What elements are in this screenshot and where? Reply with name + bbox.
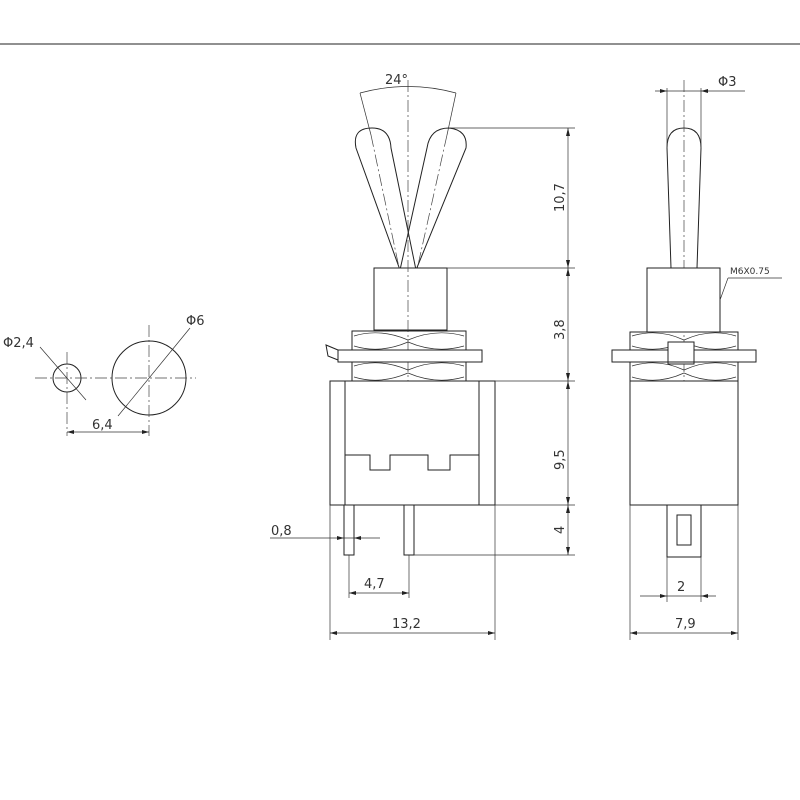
terminal-width-label: 0,8 [271, 524, 292, 539]
large-hole-leader [117, 327, 191, 417]
side-terminal-slot [676, 514, 692, 546]
terminal-side-width-label: 2 [677, 580, 685, 595]
mounting-hole-view: Φ2,4 Φ6 6,4 [3, 314, 205, 436]
arrow [142, 430, 149, 434]
side-lock-tab [667, 341, 695, 365]
small-hole-leader [39, 346, 87, 401]
terminal-middle [403, 504, 415, 556]
side-bushing [646, 267, 721, 333]
side-lower-nut-chamfer [631, 362, 737, 381]
lever-right [399, 127, 467, 271]
side-view [611, 80, 757, 558]
angle-ext-left [359, 92, 372, 136]
front-view-dimensions: 24° 10,7 3,8 9,5 4 0,8 4,7 [270, 73, 575, 640]
lever-angle-label: 24° [385, 73, 408, 88]
arrow [67, 430, 74, 434]
terminal-left [343, 504, 355, 556]
side-body [629, 380, 739, 506]
front-view [325, 80, 496, 556]
hole-spacing-label: 6,4 [92, 418, 113, 433]
upper-nut-chamfer [353, 332, 465, 350]
angle-arc [359, 86, 457, 94]
body-height-label: 9,5 [553, 449, 568, 470]
lower-nut [351, 361, 467, 382]
terminal-length-label: 4 [553, 526, 568, 534]
thread-spec-label: M6X0.75 [730, 267, 770, 277]
thread-leader [719, 277, 729, 301]
upper-nut [351, 330, 467, 351]
terminal-pitch-label: 4,7 [364, 577, 385, 592]
body-width-label: 13,2 [392, 617, 421, 632]
lock-tab [325, 344, 339, 361]
lock-plate [337, 349, 483, 363]
large-hole-label: Φ6 [186, 314, 205, 329]
body-terminal-seats [345, 454, 479, 471]
lower-nut-chamfer [353, 362, 465, 381]
lever-length-label: 10,7 [553, 183, 568, 212]
angle-ext-right [446, 92, 457, 136]
lever-left [354, 127, 417, 271]
small-hole-label: Φ2,4 [3, 336, 34, 351]
switch-body [329, 380, 496, 506]
side-view-dimensions: Φ3 M6X0.75 2 7,9 [629, 75, 782, 640]
bushing-height-label: 3,8 [553, 319, 568, 340]
lever-diameter-label: Φ3 [718, 75, 737, 90]
body-depth-label: 7,9 [675, 617, 696, 632]
bushing [373, 267, 448, 331]
